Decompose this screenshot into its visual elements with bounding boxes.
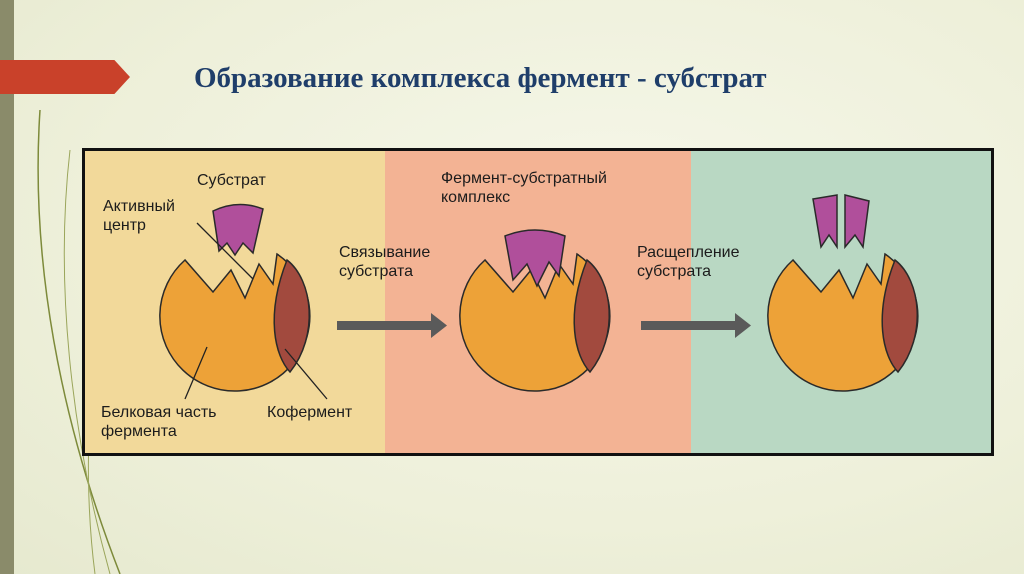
enzyme-free [159,252,311,392]
pointer-coenzyme [284,348,328,400]
coenzyme [273,258,310,374]
diagram-graphics [85,151,991,453]
label-active-center: Активный центр [103,198,175,234]
product-right [844,194,870,250]
substrate-bound [504,229,566,288]
label-substrate: Субстрат [197,172,266,189]
enzyme-released [767,252,919,392]
label-protein-part: Белковая часть фермента [101,404,217,440]
label-binding-step: Связывание субстрата [339,244,431,280]
pointer-active-center [196,222,254,280]
title-accent-tab [0,60,130,94]
slide-title: Образование комплекса фермент - субстрат [194,62,767,94]
sidebar-strip [0,0,14,574]
enzyme-complex [459,229,611,392]
arrow-cleavage [641,313,751,338]
label-cleavage-step: Расщепление субстрата [637,244,740,280]
product-left [812,194,838,250]
pointer-protein-part [184,346,208,400]
arrow-binding [337,313,447,338]
label-coenzyme: Кофермент [267,404,353,421]
label-complex: Фермент-субстратный комплекс [441,170,607,206]
substrate-free [212,203,264,257]
enzyme-substrate-diagram: Субстрат Активный центр Белковая часть ф… [82,148,994,456]
